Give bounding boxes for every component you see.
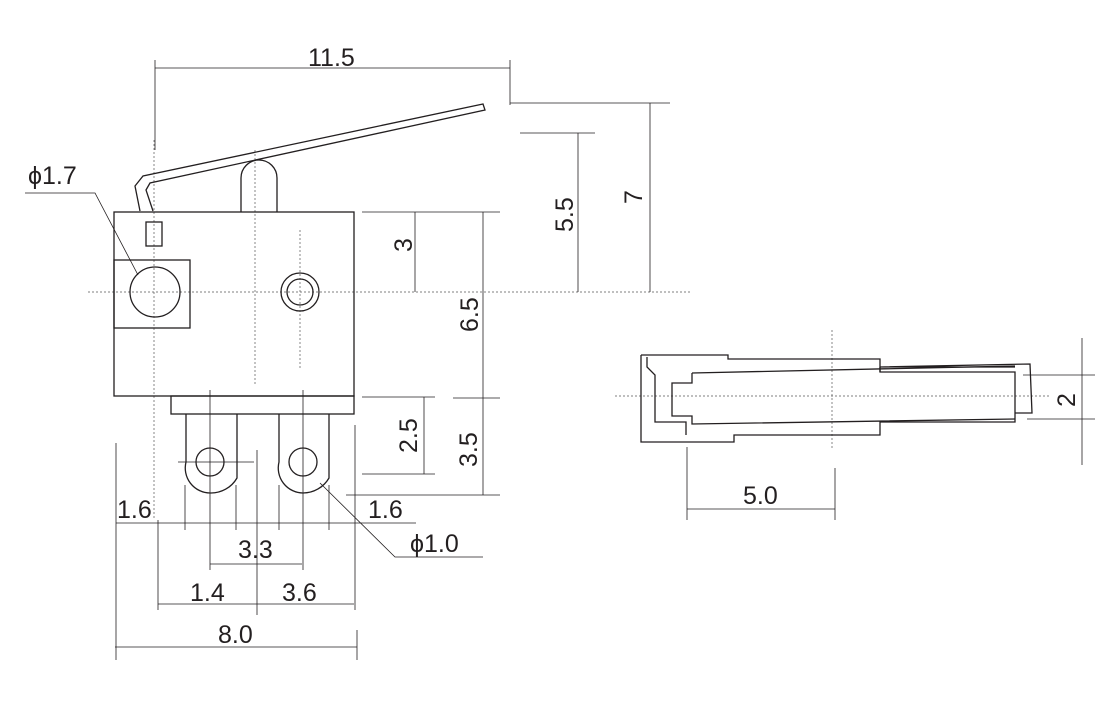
- terminal-base: [170, 395, 355, 415]
- mount-hole-right: [280, 272, 320, 312]
- dim-phi-1-0: ϕ1.0: [410, 530, 459, 558]
- indicator-window: [145, 221, 163, 247]
- side-view: [640, 354, 1033, 443]
- plunger: [240, 159, 278, 212]
- terminal-right: [277, 414, 330, 494]
- dim-11-5: 11.5: [308, 44, 355, 72]
- mount-boss: [113, 259, 191, 329]
- dim-2: 2: [1053, 393, 1081, 407]
- dim-3: 3: [390, 238, 418, 252]
- dimension-lines: [25, 60, 1095, 660]
- dim-5-0: 5.0: [743, 482, 778, 510]
- dim-1-4: 1.4: [190, 579, 225, 607]
- mount-hole-left: [129, 266, 181, 318]
- switch-body: [113, 211, 355, 397]
- dim-3-3: 3.3: [238, 536, 273, 564]
- centerlines: [88, 140, 1050, 520]
- front-view: [113, 103, 486, 570]
- dim-3-5: 3.5: [455, 432, 483, 467]
- dim-3-6: 3.6: [282, 579, 317, 607]
- dim-2-5: 2.5: [395, 418, 423, 453]
- dimension-labels: 11.5 ϕ1.7 3 6.5 5.5 7 2.5 3.5 1.6 1.6 ϕ1…: [28, 44, 1081, 649]
- dim-5-5: 5.5: [551, 197, 579, 232]
- terminal-left: [184, 414, 238, 494]
- lever: [134, 103, 486, 212]
- dim-8-0: 8.0: [218, 621, 253, 649]
- dim-1-6-left: 1.6: [117, 496, 152, 524]
- dim-1-6-right: 1.6: [368, 496, 403, 524]
- dim-phi-1-7: ϕ1.7: [28, 162, 77, 190]
- dim-7: 7: [620, 190, 648, 204]
- dim-6-5: 6.5: [456, 297, 484, 332]
